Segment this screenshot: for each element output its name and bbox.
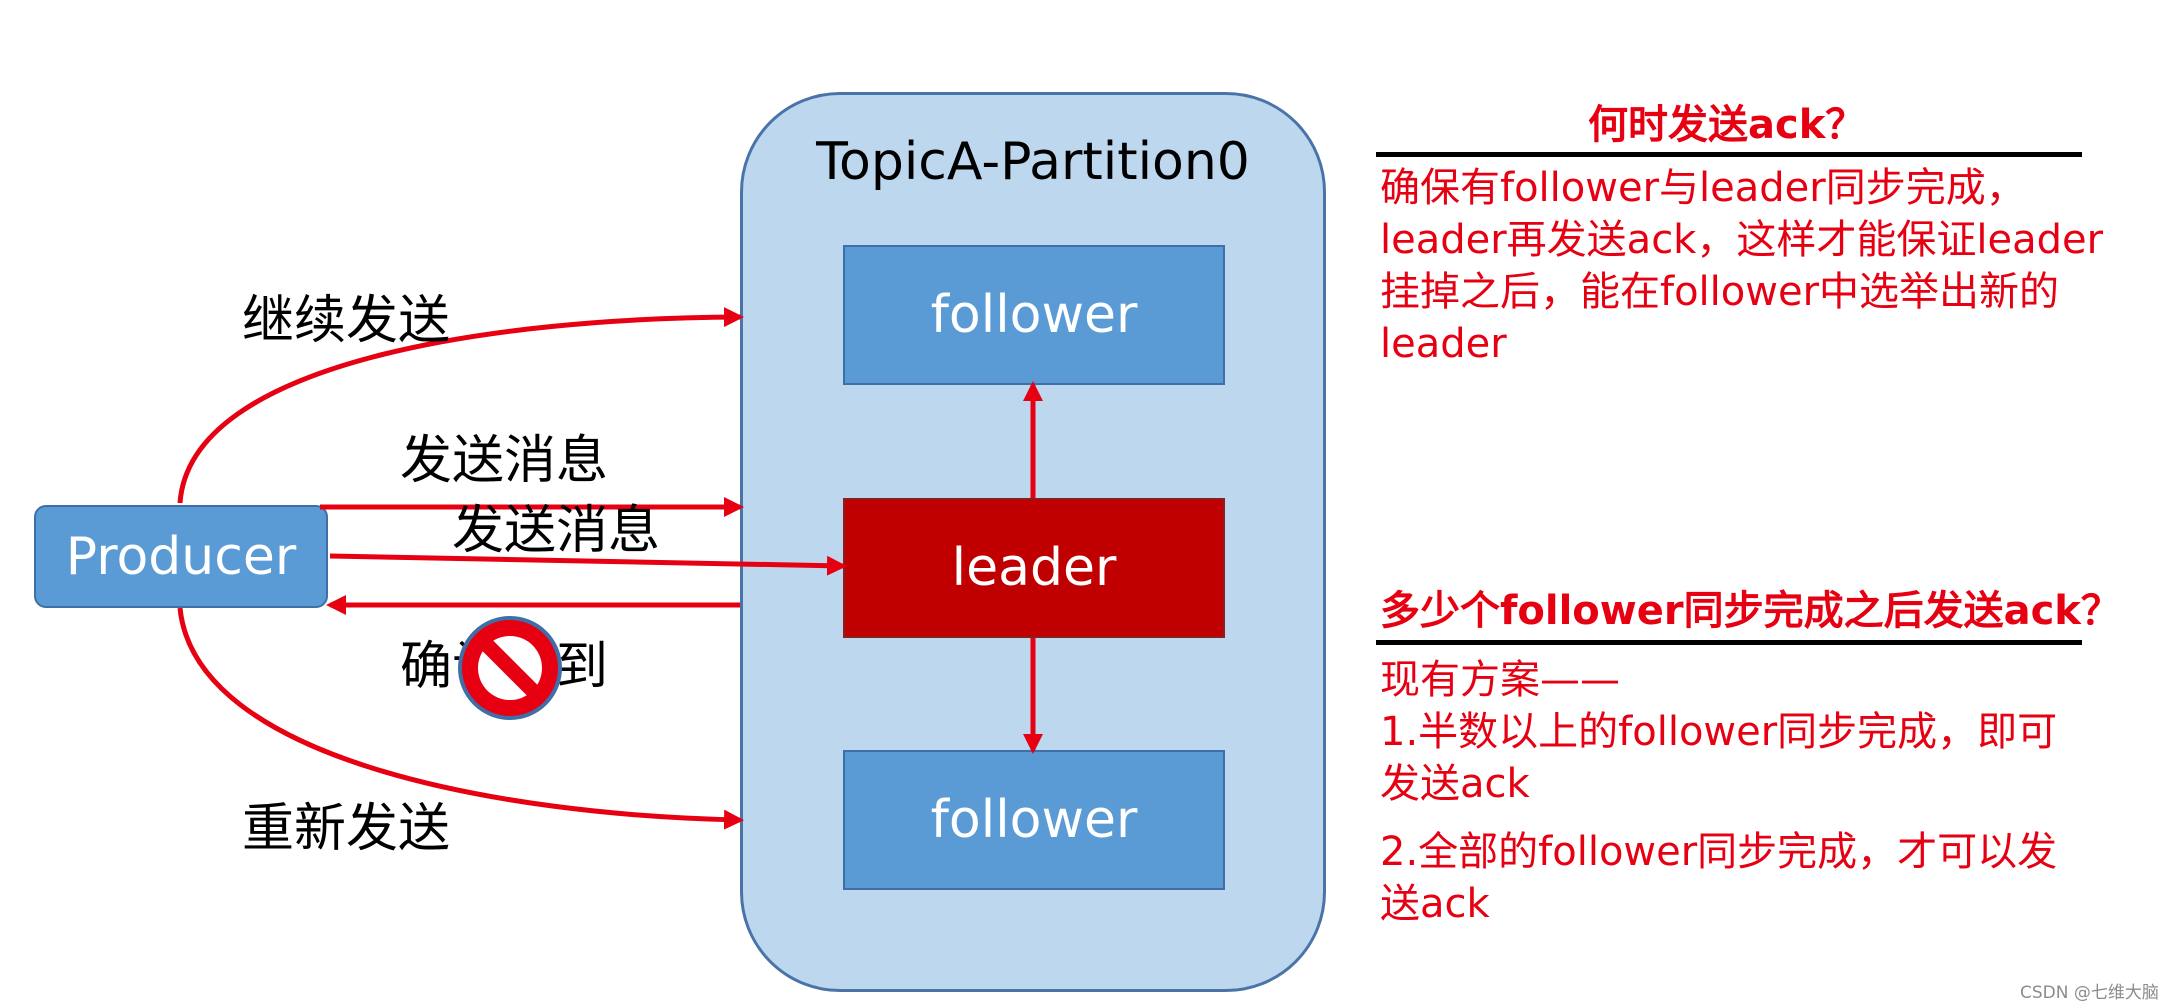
continue-send-arrow	[177, 307, 744, 504]
producer-node: Producer	[34, 505, 328, 608]
resend-arrow	[177, 607, 744, 830]
resend-label: 重新发送	[242, 799, 451, 859]
question-1-body: 确保有follower与leader同步完成，leader再发送ack，这样才能…	[1380, 165, 2104, 367]
follower-bottom-node: follower	[843, 750, 1225, 890]
prohibited-icon	[458, 616, 562, 720]
send-message-label-1: 发送消息	[400, 431, 609, 491]
question-2-line-2: 1.半数以上的follower同步完成，即可发送ack	[1380, 709, 2058, 807]
question-1-title: 何时发送ack？	[1588, 102, 1866, 148]
question-2-line-1: 现有方案——	[1380, 657, 1620, 703]
question-2-title: 多少个follower同步完成之后发送ack？	[1380, 588, 2121, 634]
divider-2	[1376, 640, 2082, 645]
partition-title: TopicA-Partition0	[816, 132, 1250, 192]
leader-node: leader	[843, 498, 1225, 638]
divider-1	[1376, 152, 2082, 157]
send-message-label-2: 发送消息	[452, 501, 661, 561]
watermark: CSDN @七维大脑	[2020, 983, 2159, 1003]
send-message-arrow-2	[329, 553, 847, 576]
continue-send-label: 继续发送	[242, 291, 451, 351]
question-2-line-3: 2.全部的follower同步完成，才可以发送ack	[1380, 829, 2058, 927]
